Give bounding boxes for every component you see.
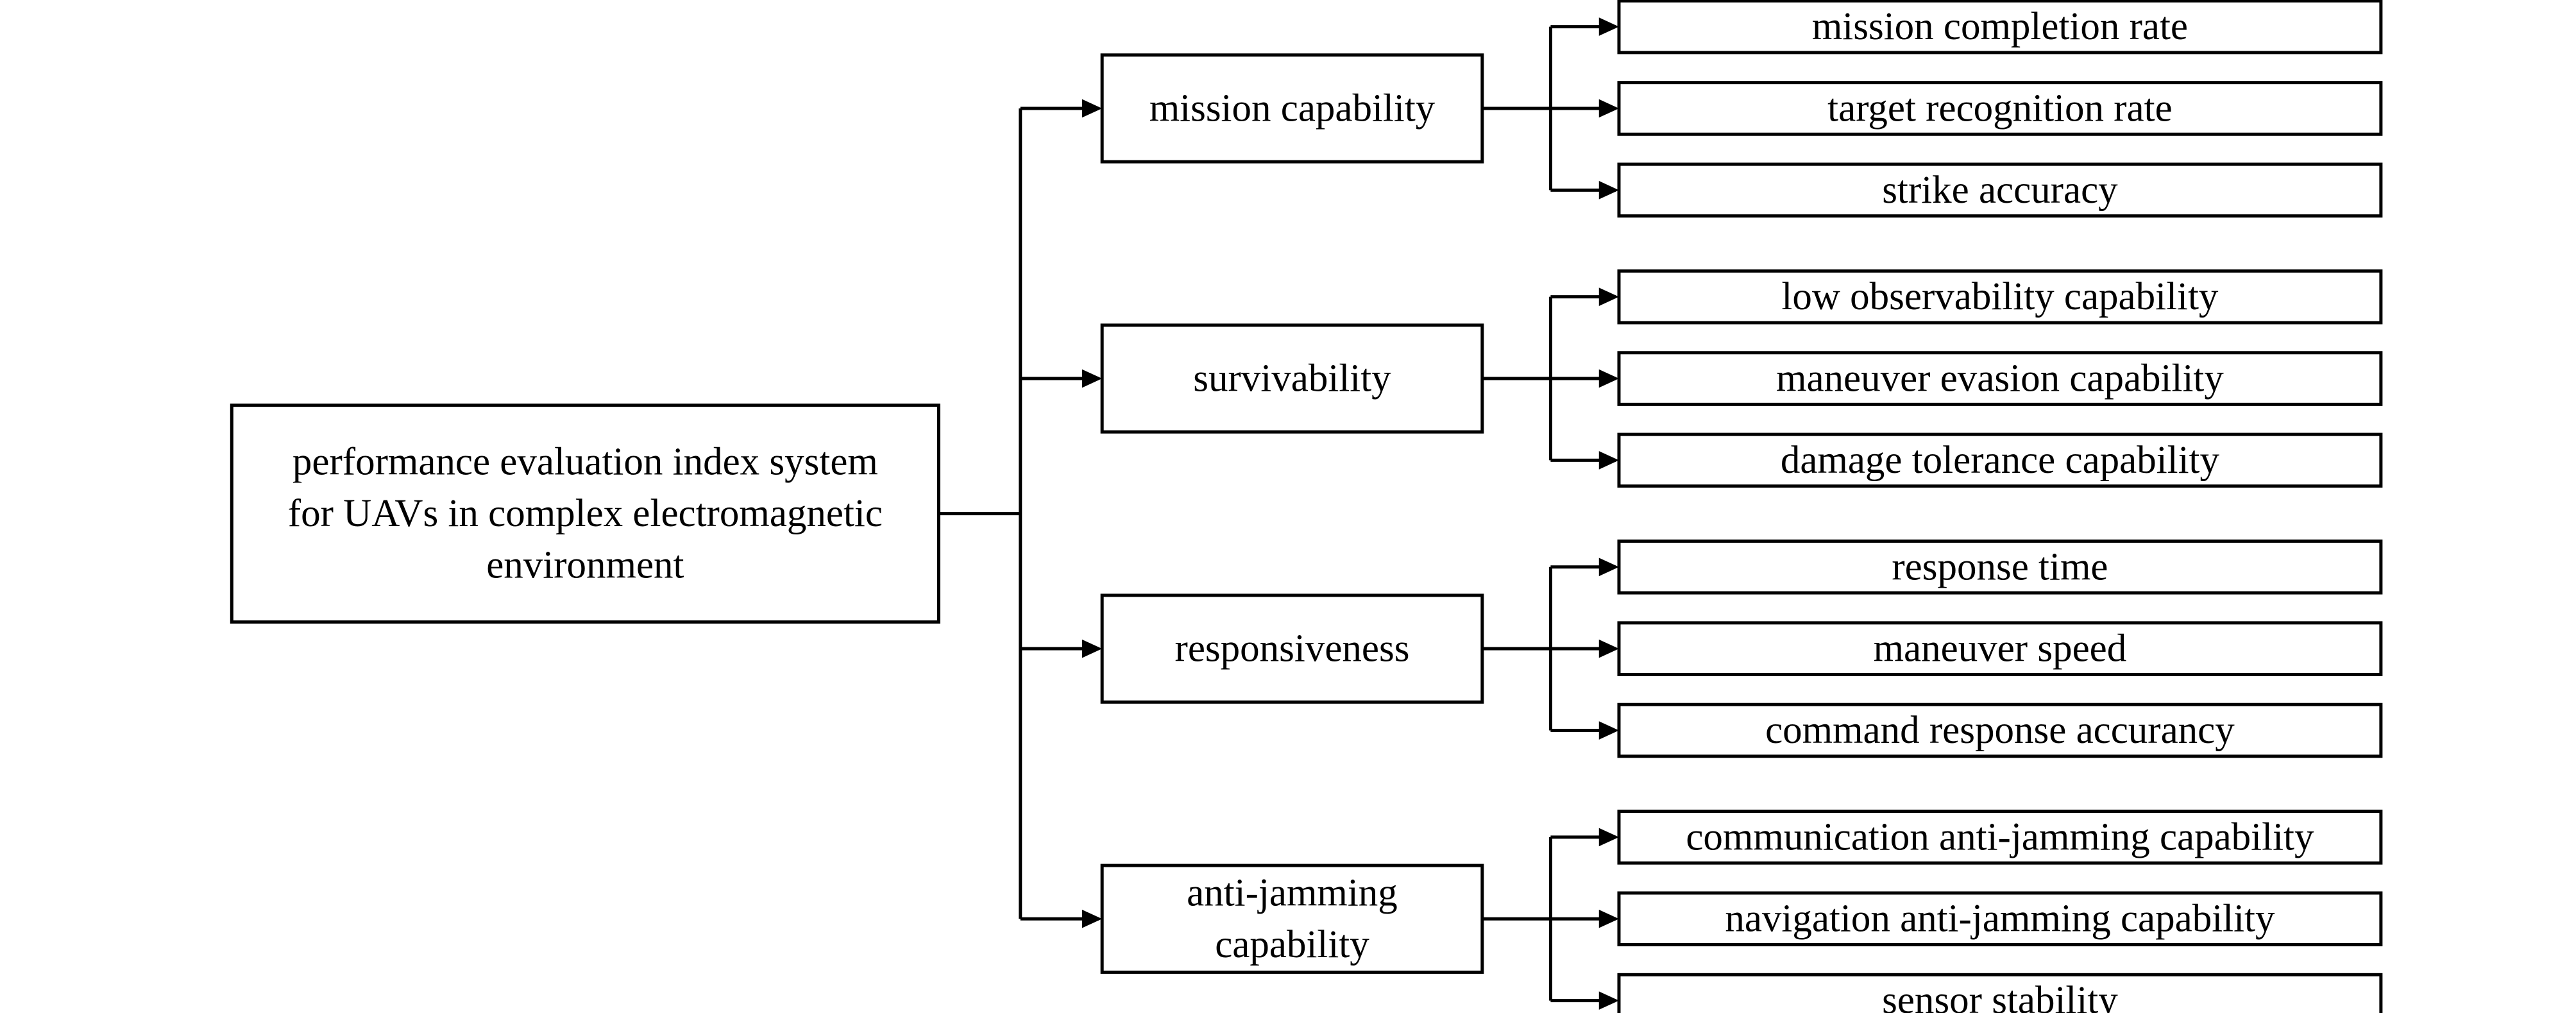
leaf-arrowhead (1598, 721, 1619, 740)
leaf-arrowhead (1598, 909, 1619, 928)
root-node-label: performance evaluation index system (292, 441, 878, 484)
leaf-node-box (1617, 621, 2383, 676)
leaf-node-label: maneuver evasion capability (1776, 357, 2224, 400)
category-arrowhead (1081, 909, 1103, 928)
leaf-arrowhead (1598, 287, 1619, 306)
leaf-arrowhead (1598, 99, 1619, 118)
category-node-label: capability (1215, 923, 1369, 966)
leaf-node-label: communication anti-jamming capability (1686, 815, 2314, 858)
root-node-label: for UAVs in complex electromagnetic (288, 492, 883, 535)
category-node-label: anti-jamming (1187, 871, 1398, 914)
leaf-arrowhead (1598, 558, 1619, 577)
leaf-node-label: sensor stability (1882, 979, 2118, 1013)
category-arrowhead (1081, 369, 1103, 388)
leaf-node-label: maneuver speed (1874, 627, 2127, 670)
leaf-node-box (1617, 81, 2383, 136)
leaf-node-label: target recognition rate (1827, 87, 2172, 130)
leaf-arrowhead (1598, 828, 1619, 847)
category-node-label: mission capability (1149, 87, 1436, 130)
category-arrowhead (1081, 99, 1103, 118)
root-node-box (230, 404, 940, 624)
category-node-box (1100, 323, 1484, 434)
leaf-arrowhead (1598, 369, 1619, 388)
category-node-box (1100, 593, 1484, 704)
leaf-node-label: mission completion rate (1812, 5, 2188, 48)
leaf-node-box (1617, 0, 2383, 55)
leaf-arrowhead (1598, 639, 1619, 658)
leaf-arrowhead (1598, 181, 1619, 200)
leaf-node-box (1617, 810, 2383, 865)
leaf-node-box (1617, 973, 2383, 1013)
leaf-node-box (1617, 162, 2383, 218)
leaf-node-label: command response accurancy (1765, 709, 2235, 752)
leaf-arrowhead (1598, 991, 1619, 1010)
category-node-box (1100, 53, 1484, 164)
leaf-node-box (1617, 539, 2383, 595)
leaf-node-box (1617, 432, 2383, 488)
category-node-box (1100, 864, 1484, 974)
leaf-node-label: navigation anti-jamming capability (1725, 898, 2275, 941)
leaf-node-label: low observability capability (1781, 275, 2219, 318)
leaf-node-label: damage tolerance capability (1781, 439, 2220, 482)
category-node-label: survivability (1193, 357, 1391, 400)
leaf-node-box (1617, 269, 2383, 325)
leaf-node-box (1617, 891, 2383, 947)
leaf-node-box (1617, 702, 2383, 758)
leaf-arrowhead (1598, 451, 1619, 470)
leaf-node-box (1617, 351, 2383, 406)
leaf-node-label: response time (1892, 545, 2108, 588)
leaf-arrowhead (1598, 17, 1619, 36)
category-node-label: responsiveness (1175, 627, 1410, 670)
leaf-node-label: strike accuracy (1882, 169, 2118, 212)
category-arrowhead (1081, 639, 1103, 658)
root-node-label: environment (486, 544, 684, 587)
